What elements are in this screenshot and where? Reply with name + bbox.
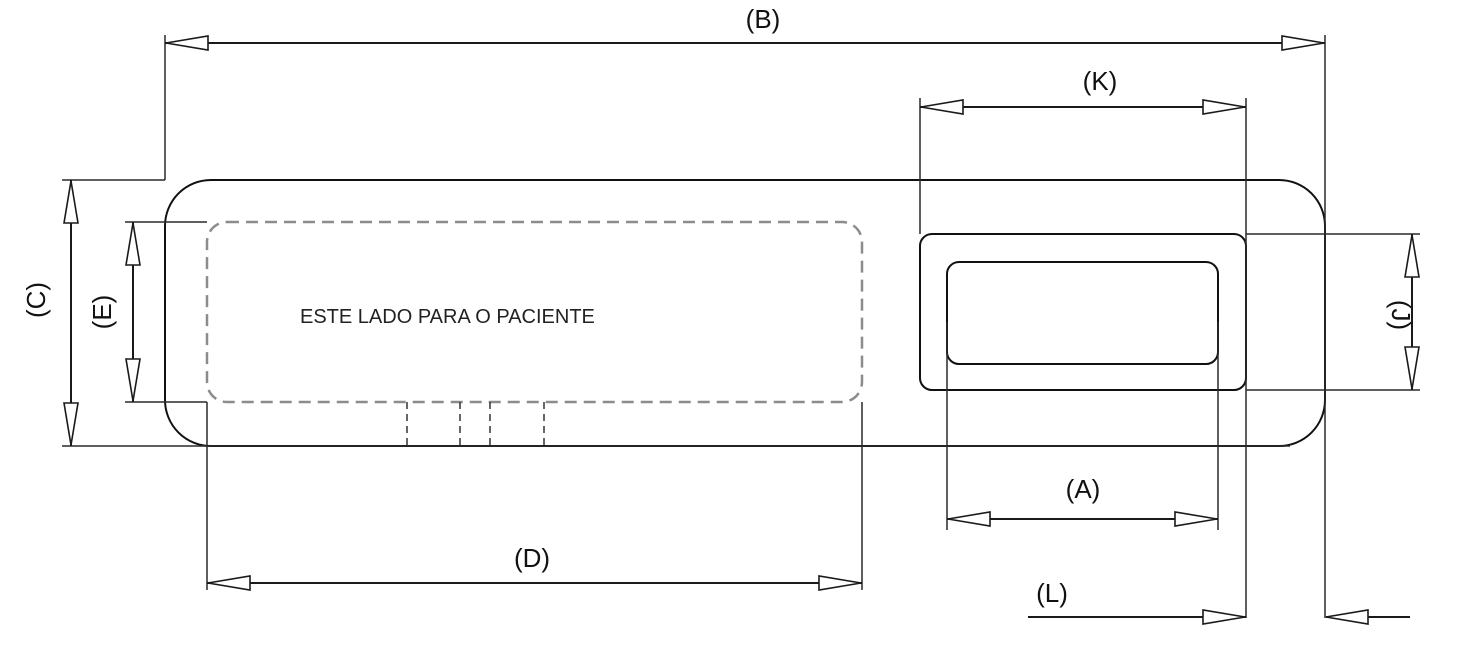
arrow-head: [1404, 234, 1420, 278]
arrow-head: [818, 575, 862, 591]
dimension-c: [62, 179, 1290, 447]
display-window-inner: [946, 261, 1219, 365]
dimension-k: [919, 98, 1247, 618]
dimension-label-k: (K): [1083, 66, 1118, 96]
display-window-outer: [919, 233, 1247, 391]
dimension-label-e: (E): [87, 295, 117, 330]
arrow-head: [63, 402, 79, 446]
arrow-head: [1174, 511, 1218, 527]
dimension-e: [125, 221, 207, 403]
patient-side-pad-outline: [205, 220, 864, 404]
arrow-head: [125, 222, 141, 266]
dimension-b: [164, 35, 1326, 618]
pad-tab-markers: [406, 402, 545, 446]
arrow-head: [165, 35, 209, 51]
arrow-head: [207, 575, 251, 591]
arrow-head: [1202, 609, 1246, 625]
arrow-head: [1281, 35, 1325, 51]
dimension-a: [946, 322, 1219, 530]
dimension-label-l: (L): [1036, 578, 1068, 608]
patient-side-label: ESTE LADO PARA O PACIENTE: [300, 306, 595, 328]
dimension-j: [1246, 233, 1420, 391]
arrow-head: [1325, 609, 1369, 625]
arrow-head: [920, 99, 964, 115]
arrow-head: [125, 358, 141, 402]
arrow-head: [1404, 346, 1420, 390]
dimension-label-a: (A): [1066, 474, 1101, 504]
dimension-label-d: (D): [514, 543, 550, 573]
dimension-label-b: (B): [746, 4, 781, 34]
arrow-head: [947, 511, 991, 527]
dimension-l: [1028, 609, 1410, 625]
arrow-head: [1202, 99, 1246, 115]
dimension-label-j: (J): [1386, 300, 1416, 330]
dimension-d: [206, 402, 863, 591]
dimension-label-c: (C): [21, 282, 51, 318]
arrow-head: [63, 180, 79, 224]
